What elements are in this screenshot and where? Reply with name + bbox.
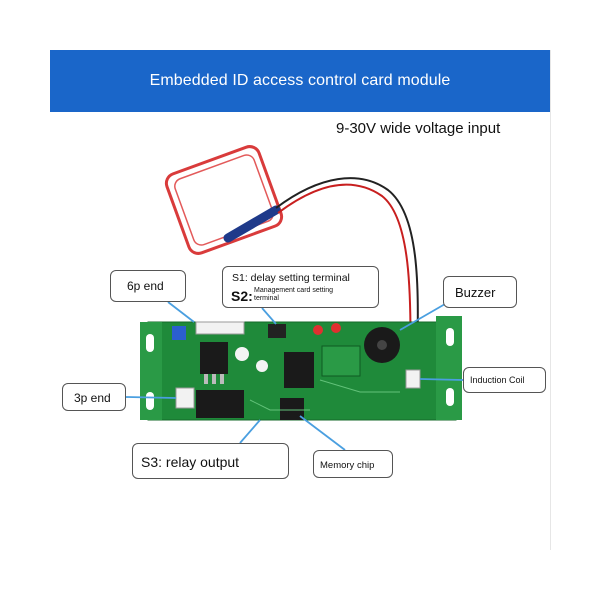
- callout-s2-label: S2:: [231, 288, 253, 304]
- callout-3p-end: 3p end: [62, 383, 126, 411]
- callout-memory-label: Memory chip: [320, 460, 375, 471]
- callout-buzzer-label: Buzzer: [455, 285, 496, 300]
- title-banner: Embedded ID access control card module: [50, 50, 550, 112]
- callout-induction-label: Induction Coil: [470, 375, 525, 385]
- callout-s2-desc: Management card setting terminal: [254, 287, 333, 302]
- callout-3p-label: 3p end: [74, 391, 111, 405]
- callout-6p-label: 6p end: [127, 279, 164, 293]
- callout-induction-coil: Induction Coil: [463, 367, 546, 393]
- callout-s1-s2: S1: delay setting terminal S2: Managemen…: [222, 266, 379, 308]
- callout-6p-end: 6p end: [110, 270, 186, 302]
- callout-s3-relay: S3: relay output: [132, 443, 289, 479]
- coil-wires: [275, 177, 419, 379]
- callout-s3-label: S3: relay output: [141, 454, 240, 470]
- callout-buzzer: Buzzer: [443, 276, 517, 308]
- callout-s1-label: S1: delay setting terminal: [232, 272, 350, 284]
- pcb-board: [140, 316, 462, 421]
- callout-memory-chip: Memory chip: [313, 450, 393, 478]
- heat-shrink-sleeve: [223, 205, 281, 243]
- voltage-subtitle: 9-30V wide voltage input: [336, 120, 501, 137]
- banner-title: Embedded ID access control card module: [149, 72, 451, 89]
